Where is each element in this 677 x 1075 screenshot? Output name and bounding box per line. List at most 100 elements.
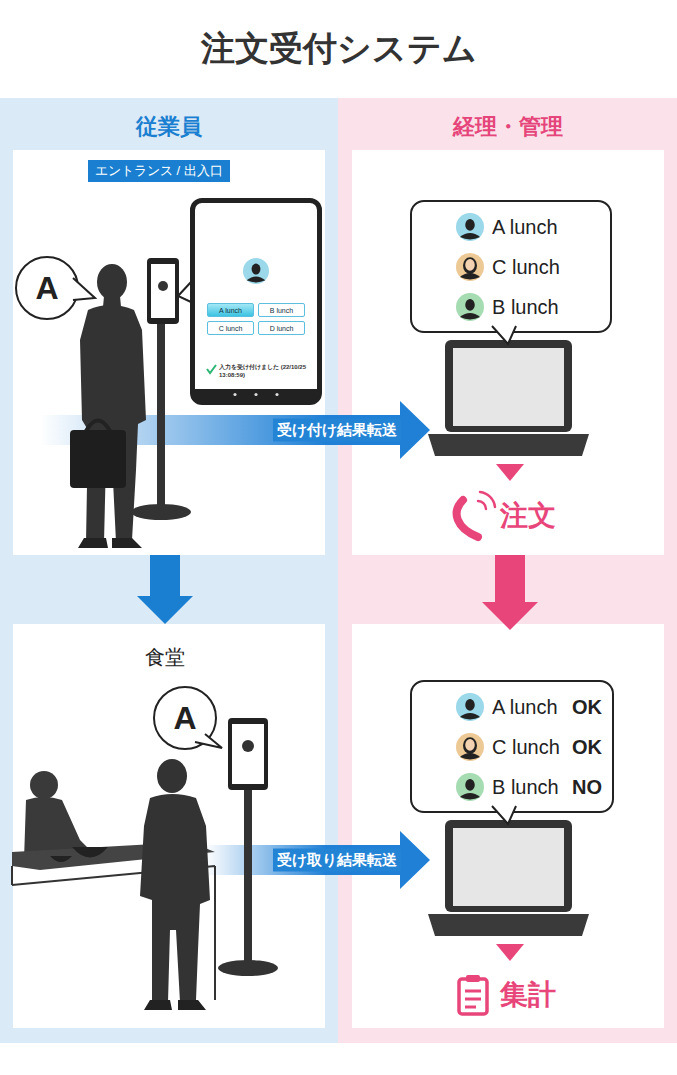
avatar-icon bbox=[456, 773, 484, 801]
choice-letter: A bbox=[173, 700, 196, 737]
employee-band: 従業員エントランス / 出入口A入力を受け付けました (22/10/25 13:… bbox=[0, 98, 338, 1043]
person-body bbox=[140, 794, 210, 1002]
avatar-shoulders bbox=[247, 276, 266, 282]
person-shoes bbox=[144, 1000, 206, 1010]
panel-ground bbox=[13, 624, 325, 1028]
bubble-tail-fill bbox=[492, 806, 516, 824]
kiosk-tablet bbox=[228, 718, 268, 790]
avatar-icon bbox=[243, 258, 269, 284]
menu-button: D lunch bbox=[258, 321, 305, 335]
arrow-shaft bbox=[150, 555, 180, 596]
lunch-item: C lunch bbox=[492, 254, 560, 280]
avatar-head bbox=[465, 699, 475, 711]
arrow-head bbox=[137, 596, 193, 624]
band-heading: 従業員 bbox=[0, 112, 338, 142]
person-body bbox=[80, 305, 146, 542]
kiosk-base bbox=[218, 960, 278, 976]
employee-band-ground bbox=[0, 98, 338, 1043]
avatar-ground bbox=[456, 293, 484, 321]
menu-button-label: A lunch bbox=[219, 307, 242, 314]
bubble-tail bbox=[73, 278, 95, 300]
transfer-label: 受け付け結果転送 bbox=[273, 419, 401, 442]
action-label: 注文 bbox=[500, 497, 556, 535]
arrow-head bbox=[400, 401, 430, 459]
node-decoration bbox=[155, 688, 165, 698]
menu-button: A lunch bbox=[207, 303, 254, 317]
bubble-tail bbox=[492, 326, 516, 344]
transfer-label: 受け取り結果転送 bbox=[273, 849, 401, 872]
avatar-icon bbox=[456, 293, 484, 321]
clipboard-lines bbox=[465, 991, 481, 1007]
avatar-head bbox=[465, 219, 475, 231]
small-arrow bbox=[496, 464, 524, 481]
speech-bubble: A bbox=[153, 686, 217, 750]
menu-button-label: C lunch bbox=[219, 325, 243, 332]
check-mark bbox=[207, 365, 216, 373]
diagram-title: 注文受付システム bbox=[0, 26, 677, 72]
small-arrow bbox=[496, 944, 524, 961]
kiosk-tablet bbox=[147, 258, 179, 324]
laptop-screen bbox=[453, 348, 564, 426]
nav-bar bbox=[195, 389, 317, 400]
lunch-item: B lunch bbox=[492, 294, 559, 320]
pickup-list-bubble: A lunchOKC lunchOKB lunchNO bbox=[410, 680, 614, 813]
entrance-panel: エントランス / 出入口A入力を受け付けました (22/10/25 13:08:… bbox=[13, 150, 325, 555]
admin-band-ground bbox=[338, 98, 677, 1043]
avatar-shoulders bbox=[460, 273, 480, 280]
bubble-tail-fill bbox=[492, 326, 516, 344]
lunch-item: OK bbox=[572, 734, 602, 760]
person-head bbox=[157, 759, 187, 793]
bowls bbox=[50, 847, 108, 862]
node-decoration bbox=[17, 258, 27, 268]
bubble-tail bbox=[492, 806, 516, 824]
avatar-shoulders bbox=[460, 233, 480, 240]
briefcase bbox=[70, 430, 126, 488]
bubble-tail-fill bbox=[73, 278, 95, 300]
avatar-icon bbox=[456, 693, 484, 721]
avatar-icon bbox=[456, 253, 484, 281]
avatar-ground bbox=[456, 733, 484, 761]
arrow-head bbox=[482, 602, 538, 630]
avatar-shoulders bbox=[460, 713, 480, 720]
briefcase-handle bbox=[86, 421, 110, 432]
node-decoration bbox=[412, 682, 422, 692]
kiosk-screen bbox=[151, 264, 175, 318]
avatar-head bbox=[465, 259, 475, 271]
order-list-bubble: A lunchC lunchB lunch bbox=[410, 200, 612, 333]
kiosk-face-icon bbox=[158, 281, 168, 291]
canteen-panel: 食堂A bbox=[13, 624, 325, 1028]
menu-button-label: B lunch bbox=[270, 307, 293, 314]
menu-button-label: D lunch bbox=[270, 325, 294, 332]
flow-arrow bbox=[137, 555, 193, 624]
person-shoes bbox=[78, 538, 142, 548]
laptop-base bbox=[428, 434, 589, 456]
phone-waves bbox=[478, 492, 495, 509]
laptop-screen bbox=[453, 828, 564, 906]
panel-ground bbox=[352, 624, 664, 1028]
bubble-tail bbox=[195, 734, 222, 748]
flow-arrow bbox=[482, 555, 538, 630]
kiosk-face-icon bbox=[242, 740, 254, 752]
arrow-shaft bbox=[495, 555, 525, 602]
avatar-head bbox=[465, 779, 475, 791]
panel-ground bbox=[13, 150, 325, 555]
menu-button: B lunch bbox=[258, 303, 305, 317]
choice-letter: A bbox=[35, 270, 58, 307]
tally-panel: 集計A lunchOKC lunchOKB lunchNO bbox=[352, 624, 664, 1028]
avatar-ground bbox=[456, 253, 484, 281]
speech-bubble: A bbox=[15, 256, 79, 320]
laptop-lid bbox=[445, 820, 572, 912]
node-decoration bbox=[412, 202, 422, 212]
screen-message: 入力を受け付けました (22/10/25 13:08:59) bbox=[219, 363, 313, 379]
lunch-item: B lunch bbox=[492, 774, 559, 800]
nav-dot bbox=[233, 393, 236, 396]
person-head bbox=[97, 264, 127, 300]
action-label: 集計 bbox=[500, 976, 556, 1014]
avatar-head bbox=[252, 264, 261, 275]
laptop-base bbox=[428, 914, 589, 936]
kiosk-base bbox=[131, 504, 191, 520]
avatar-shoulders bbox=[460, 313, 480, 320]
avatar-icon bbox=[456, 213, 484, 241]
avatar-ground bbox=[243, 258, 269, 284]
avatar-head bbox=[465, 739, 475, 751]
